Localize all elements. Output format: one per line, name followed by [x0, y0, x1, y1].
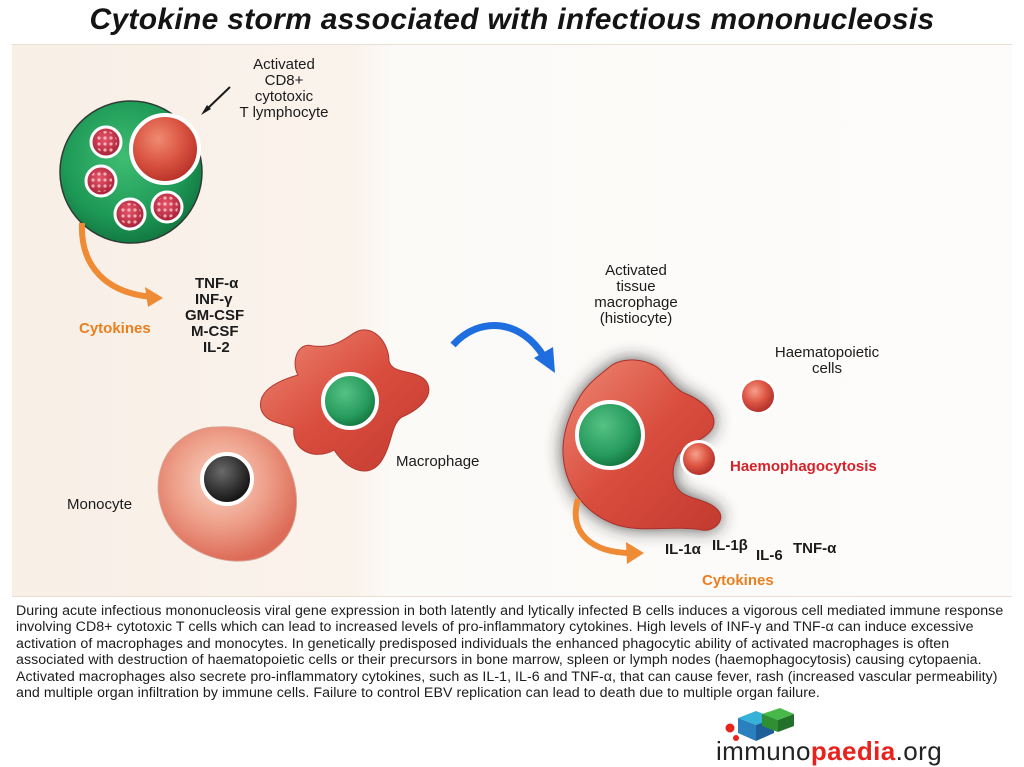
cytokine-arrow-left — [78, 222, 163, 307]
cytokines-label-left: Cytokines — [79, 320, 151, 337]
tcell-label-line: cytotoxic — [254, 88, 314, 105]
haematopoietic-label-line: cells — [811, 360, 842, 377]
cytokine-item: GM-CSF — [185, 307, 245, 324]
tcell-label-line: Activated — [253, 56, 315, 73]
macrophage-cell — [260, 329, 430, 472]
cytokine-item: M-CSF — [191, 323, 239, 340]
diagram-artwork — [59, 86, 777, 564]
tcell-label: Activated CD8+ cytotoxic T lymphocyte — [230, 57, 338, 121]
macrophage-label: Macrophage — [396, 453, 480, 470]
haematopoietic-cell-2 — [680, 440, 718, 478]
monocyte-label: Monocyte — [67, 496, 133, 513]
tcell-group — [59, 100, 203, 244]
cytokine-item: IL-1β — [712, 537, 748, 554]
tcell-nucleus — [129, 113, 201, 185]
cytokine-item: INF-γ — [195, 291, 233, 308]
haemophagocytosis-label: Haemophagocytosis — [730, 458, 877, 475]
activated-macrophage-label-line: (histiocyte) — [599, 310, 673, 327]
activation-arrow — [450, 322, 555, 373]
tcell-granules — [84, 125, 184, 231]
haematopoietic-label-line: Haematopoietic — [774, 344, 880, 361]
logo-part: .org — [895, 736, 943, 766]
activated-macrophage-label-line: macrophage — [594, 294, 678, 311]
cytokine-arrow-right — [572, 498, 644, 564]
cytokine-item: IL-2 — [203, 339, 230, 356]
logo-part: paedia — [810, 736, 896, 766]
cytokine-item: TNF-α — [195, 275, 239, 292]
logo-wordmark: immunopaedia.org — [716, 735, 942, 767]
monocyte-cell — [157, 426, 297, 562]
cytokine-item: IL-6 — [756, 547, 783, 564]
haematopoietic-cell-1 — [739, 377, 777, 415]
logo-part: immuno — [716, 736, 811, 766]
logo-mark — [725, 708, 794, 741]
description-text: During acute infectious mononucleosis vi… — [16, 603, 1004, 702]
diagram-panel: Activated CD8+ cytotoxic T lymphocyte TN… — [12, 44, 1012, 597]
activated-macrophage-label: Activated tissue macrophage (histiocyte) — [578, 263, 694, 327]
activated-macrophage-label-line: Activated — [605, 262, 667, 279]
haematopoietic-label: Haematopoietic cells — [762, 345, 892, 377]
tcell-pointer-arrow — [201, 86, 231, 115]
macrophage-nucleus — [321, 372, 379, 430]
diagram-title: Cytokine storm associated with infectiou… — [89, 3, 935, 36]
activated-macrophage-nucleus — [575, 400, 645, 470]
cytokines-label-right: Cytokines — [702, 572, 774, 589]
activated-macrophage — [562, 359, 722, 531]
cytokine-item: TNF-α — [793, 540, 837, 557]
activated-macrophage-label-line: tissue — [616, 278, 656, 295]
monocyte-nucleus — [200, 452, 254, 506]
cytokine-item: IL-1α — [665, 541, 701, 558]
cytokine-list-left: TNF-α INF-γ GM-CSF M-CSF IL-2 — [185, 276, 280, 356]
tcell-label-line: T lymphocyte — [239, 104, 329, 121]
tcell-label-line: CD8+ — [264, 72, 304, 89]
